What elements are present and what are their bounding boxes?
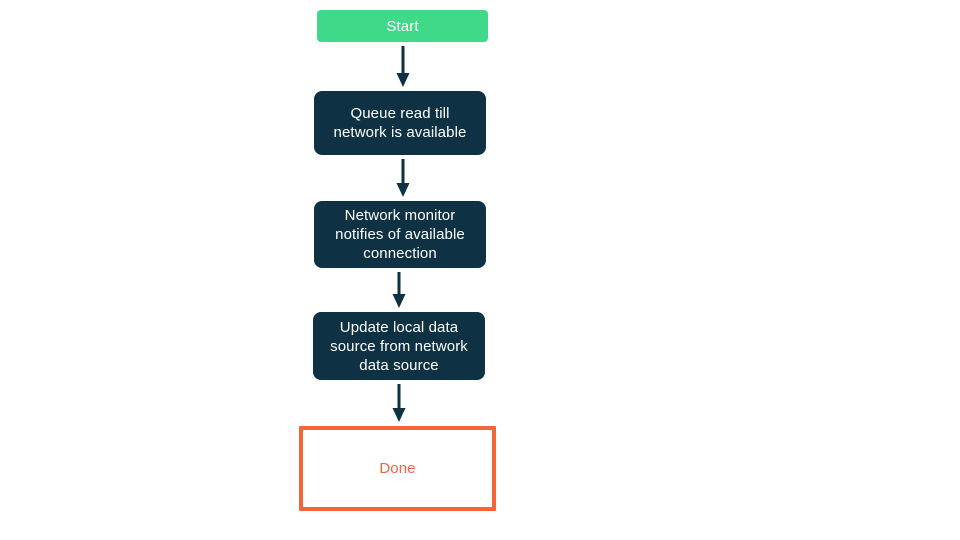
- flow-node-update-local-data-source[interactable]: Update local data source from network da…: [313, 312, 485, 380]
- flow-arrow-queue-read-to-network-monitor: [396, 159, 410, 197]
- flow-node-start[interactable]: Start: [317, 10, 488, 42]
- flow-node-done[interactable]: Done: [299, 426, 496, 511]
- flow-node-network-monitor[interactable]: Network monitor notifies of available co…: [314, 201, 486, 268]
- flow-arrow-network-monitor-to-update-local: [392, 272, 406, 308]
- flow-arrow-start-to-queue-read: [396, 46, 410, 87]
- flow-arrow-update-local-to-done: [392, 384, 406, 422]
- flow-node-queue-read[interactable]: Queue read till network is available: [314, 91, 486, 155]
